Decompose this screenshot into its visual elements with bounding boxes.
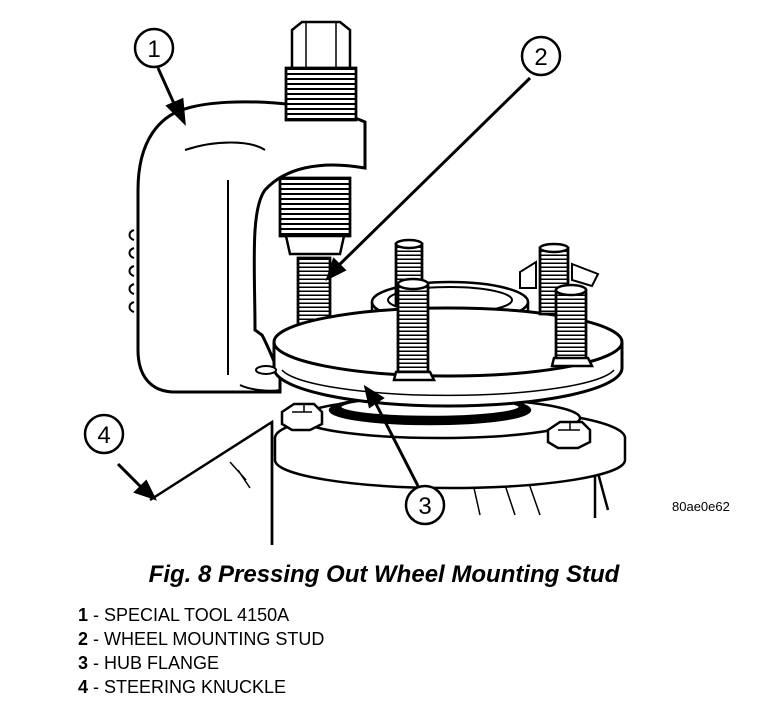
legend-item-3: 3 - HUB FLANGE [78,651,324,675]
legend-number: 1 [78,605,89,625]
hub-flange [255,306,624,408]
legend-item-2: 2 - WHEEL MOUNTING STUD [78,627,324,651]
callout-4: 4 [83,413,125,455]
legend-number: 2 [78,629,89,649]
technical-illustration: 1 2 3 4 80ae0e62 [83,20,730,545]
legend-label: SPECIAL TOOL 4150A [104,605,290,625]
tool-grip-ridges [128,229,135,313]
svg-text:2: 2 [534,44,547,71]
callout-3: 3 [404,484,446,526]
callout-2: 2 [520,35,562,77]
legend-separator: - [88,629,105,649]
legend-label: STEERING KNUCKLE [104,677,287,697]
callout-1: 1 [133,27,175,69]
legend-number: 4 [78,677,89,697]
legend-separator: - [88,677,105,697]
legend-separator: - [88,605,105,625]
svg-text:1: 1 [147,36,160,63]
bearing-bolts [280,402,592,450]
special-tool-c-frame [128,100,367,394]
legend-item-1: 1 - SPECIAL TOOL 4150A [78,603,324,627]
legend-label: WHEEL MOUNTING STUD [104,629,325,649]
figure-caption: Fig. 8 Pressing Out Wheel Mounting Stud [148,561,620,588]
legend-separator: - [88,653,105,673]
legend-number: 3 [78,653,89,673]
leader-lines [116,67,532,501]
press-forcing-screw [278,20,358,256]
legend-label: HUB FLANGE [104,653,220,673]
image-code: 80ae0e62 [672,499,730,514]
svg-text:4: 4 [97,422,110,449]
legend-item-4: 4 - STEERING KNUCKLE [78,675,324,699]
svg-text:3: 3 [418,493,431,520]
legend-list: 1 - SPECIAL TOOL 4150A 2 - WHEEL MOUNTIN… [78,603,324,699]
other-wheel-studs [392,238,600,382]
